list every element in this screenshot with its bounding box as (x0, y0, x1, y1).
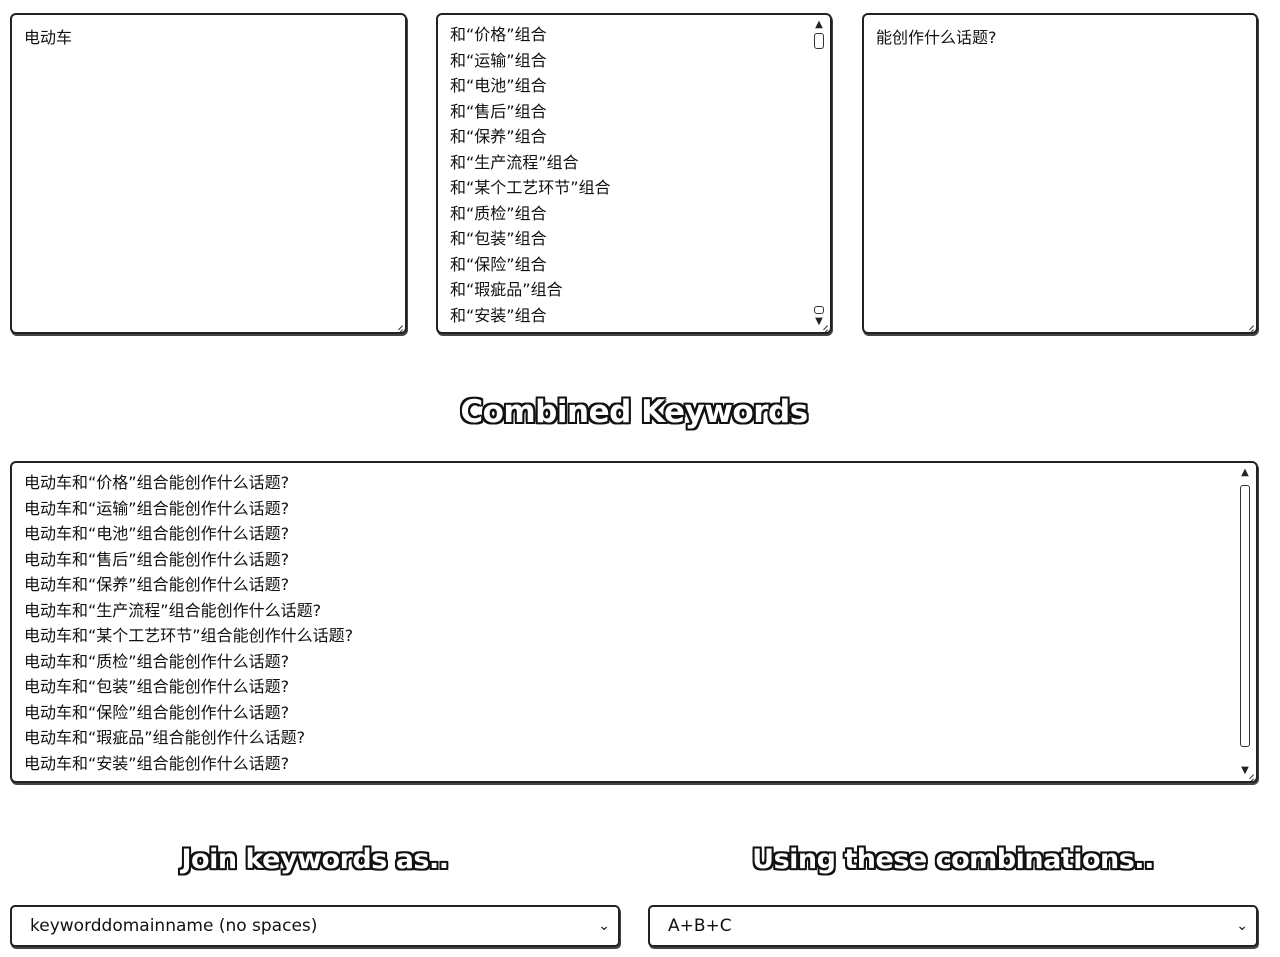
combined-results-textarea[interactable]: 电动车和“价格”组合能创作什么话题? 电动车和“运输”组合能创作什么话题? 电动车和… (10, 461, 1258, 783)
chevron-down-icon: ⌄ (1236, 918, 1248, 934)
list-item: 和“质检”组合 (450, 203, 547, 223)
list-item: 电动车和“保险”组合能创作什么话题? (24, 702, 290, 722)
list-item: 和“售后”组合 (450, 101, 547, 121)
suffix-text: 能创作什么话题? (876, 28, 997, 47)
arrow-up-icon[interactable]: ▲ (815, 19, 823, 30)
list-item: 和“电池”组合 (450, 76, 547, 95)
join-keywords-heading: Join keywords as.. (181, 844, 449, 875)
resize-grip-icon[interactable] (1244, 320, 1254, 330)
list-item: 电动车和“安装”组合能创作什么话题? (24, 753, 290, 773)
list-item: 电动车和“运输”组合能创作什么话题? (24, 498, 290, 518)
keyword-text: 电动车 (24, 28, 73, 47)
list-item: 和“生产流程”组合 (450, 152, 579, 172)
keyword-textarea[interactable]: 电动车 (10, 13, 407, 334)
list-item: 和“瑕疵品”组合 (450, 280, 563, 299)
list-item: 和“保险”组合 (450, 254, 547, 274)
resize-grip-icon[interactable] (1244, 769, 1254, 779)
combination-list: 和“价格”组合和“运输”组合和“电池”组合和“售后”组合和“保养”组合和“生产流… (438, 15, 830, 332)
list-item: 电动车和“售后”组合能创作什么话题? (24, 549, 290, 569)
scrollbar-thumb-lower[interactable] (814, 306, 824, 314)
combination-scrollbar[interactable]: ▲ ▼ (812, 19, 826, 328)
resize-grip-icon[interactable] (818, 320, 828, 330)
list-item: 和“某个工艺环节”组合 (450, 178, 611, 197)
combinations-select[interactable]: A+B+C ⌄ (648, 905, 1258, 947)
join-select-value: keyworddomainname (no spaces) (30, 916, 318, 936)
scrollbar-thumb[interactable] (814, 33, 824, 49)
list-item: 和“运输”组合 (450, 50, 547, 70)
resize-grip-icon[interactable] (393, 320, 403, 330)
list-item: 电动车和“包装”组合能创作什么话题? (24, 677, 290, 696)
results-scrollbar[interactable]: ▲ ▼ (1238, 467, 1252, 777)
scrollbar-thumb[interactable] (1240, 485, 1250, 747)
list-item: 电动车和“质检”组合能创作什么话题? (24, 651, 290, 671)
list-item: 电动车和“生产流程”组合能创作什么话题? (24, 600, 322, 620)
list-item: 电动车和“电池”组合能创作什么话题? (24, 524, 290, 543)
combinations-select-value: A+B+C (668, 916, 732, 936)
combination-textarea[interactable]: 和“价格”组合和“运输”组合和“电池”组合和“售后”组合和“保养”组合和“生产流… (436, 13, 832, 334)
list-item: 电动车和“瑕疵品”组合能创作什么话题? (24, 728, 306, 747)
list-item: 和“价格”组合 (450, 25, 547, 44)
combinations-heading: Using these combinations.. (752, 844, 1154, 875)
list-item: 电动车和“某个工艺环节”组合能创作什么话题? (24, 626, 354, 645)
list-item: 和“保养”组合 (450, 127, 547, 146)
results-list: 电动车和“价格”组合能创作什么话题? 电动车和“运输”组合能创作什么话题? 电动车和… (12, 463, 1256, 781)
list-item: 和“安装”组合 (450, 305, 547, 325)
list-item: 电动车和“保养”组合能创作什么话题? (24, 575, 290, 594)
suffix-textarea[interactable]: 能创作什么话题? (862, 13, 1258, 334)
chevron-down-icon: ⌄ (598, 918, 610, 934)
arrow-up-icon[interactable]: ▲ (1241, 467, 1249, 478)
list-item: 电动车和“价格”组合能创作什么话题? (24, 473, 290, 492)
join-select[interactable]: keyworddomainname (no spaces) ⌄ (10, 905, 620, 947)
list-item: 和“包装”组合 (450, 229, 547, 248)
combined-keywords-heading: Combined Keywords (460, 394, 808, 430)
